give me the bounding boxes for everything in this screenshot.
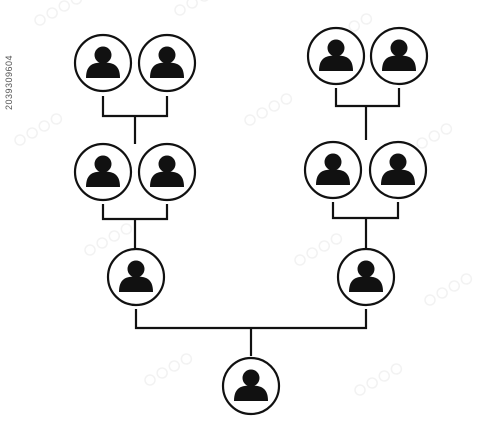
watermark-stamp-icon	[174, 0, 210, 16]
connector-line	[334, 88, 401, 108]
person-avatar-icon	[119, 260, 153, 292]
connector-line	[331, 202, 400, 220]
person-avatar-icon	[86, 46, 120, 78]
connector-line	[134, 309, 368, 330]
watermark-stamp-icon	[354, 363, 403, 396]
person-node-person-2-3	[303, 140, 363, 200]
person-avatar-icon	[234, 369, 268, 401]
watermark-stamp-icon	[84, 223, 133, 256]
watermark-stamp-icon	[244, 93, 293, 126]
person-node-person-2-1	[73, 142, 133, 202]
watermark-stamp-icon	[14, 113, 63, 146]
person-avatar-icon	[349, 260, 383, 292]
watermark-stamp-icon	[34, 0, 83, 26]
person-node-parent-left	[106, 247, 166, 307]
person-node-parent-right	[336, 247, 396, 307]
connector-line	[101, 96, 169, 118]
person-node-person-2-4	[368, 140, 428, 200]
watermark-stamp-icon	[424, 273, 473, 306]
person-avatar-icon	[381, 153, 415, 185]
person-node-grandparent-4	[369, 26, 429, 86]
connector-line	[101, 204, 169, 221]
person-node-child	[221, 356, 281, 416]
side-id-text: 2039309604	[4, 54, 14, 110]
person-node-grandparent-2	[137, 33, 197, 93]
person-node-grandparent-3	[306, 26, 366, 86]
person-node-grandparent-1	[73, 33, 133, 93]
person-avatar-icon	[150, 155, 184, 187]
person-avatar-icon	[382, 39, 416, 71]
person-avatar-icon	[316, 153, 350, 185]
person-node-person-2-2	[137, 142, 197, 202]
watermark-stamp-icon	[144, 353, 193, 386]
watermark-stamp-icon	[294, 233, 343, 266]
person-avatar-icon	[86, 155, 120, 187]
person-avatar-icon	[150, 46, 184, 78]
person-avatar-icon	[319, 39, 353, 71]
